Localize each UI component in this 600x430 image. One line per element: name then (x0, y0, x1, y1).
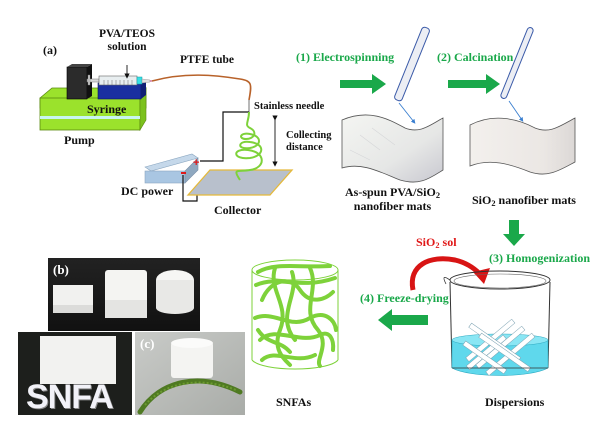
electrospun-fiber-jet (235, 111, 263, 181)
ptfe-tube-label: PTFE tube (180, 54, 234, 66)
stainless-needle-label: Stainless needle (254, 101, 325, 112)
as-spun-mat-label-prefix: As-spun PVA/SiO (344, 185, 436, 199)
as-spun-mat-label-line2: nanofiber mats (353, 199, 432, 214)
fiber-zoom-indicator-2 (500, 27, 534, 122)
sio2-mat-label-suffix: nanofiber mats (495, 193, 576, 207)
negative-terminal (181, 172, 186, 174)
solution-label-line2: solution (107, 40, 147, 53)
step-3-arrow (503, 220, 525, 246)
dc-power-supply: + (144, 153, 199, 184)
solution-label-line1: PVA/TEOS (98, 28, 156, 40)
collecting-distance-label: Collecting distance (286, 130, 332, 153)
snfas-label: SNFAs (276, 395, 312, 409)
sio2-sol-subscript: 2 (435, 241, 440, 251)
beaker (443, 270, 551, 376)
sio2-mat-label-subscript: 2 (491, 199, 496, 209)
sio2-mat-label: SiO2 nanofiber mats (472, 193, 576, 209)
dispersions-label: Dispersions (485, 395, 545, 409)
fiber-zoom-indicator-1 (394, 26, 430, 124)
collecting-distance-line1: Collecting (286, 130, 332, 141)
snfa-letters: SNFA (26, 378, 114, 416)
as-spun-nanofiber-mat (341, 114, 444, 183)
step-3-label: (3) Homogenization (489, 251, 590, 265)
step-2-label: (2) Calcination (437, 50, 514, 64)
collector-label: Collector (214, 203, 262, 217)
dc-power-label: DC power (121, 184, 174, 198)
positive-wire (200, 111, 249, 162)
pump (39, 64, 147, 132)
panel-c-label: (c) (140, 336, 155, 351)
solution-label: PVA/TEOS solution (96, 28, 158, 53)
step-1-label: (1) Electrospinning (296, 50, 395, 64)
photo-panel-b (48, 258, 200, 331)
syringe-label: Syringe (87, 102, 127, 116)
photo-panel-snfa (18, 332, 132, 415)
sio2-sol-prefix: SiO (416, 235, 436, 249)
negative-wire (182, 175, 198, 202)
step-2-arrow (448, 74, 500, 94)
collector-plate (186, 169, 294, 196)
ptfe-tube (151, 74, 252, 101)
sio2-sol-arrow (409, 256, 482, 291)
step-1-arrow (340, 74, 386, 94)
step-4-label: (4) Freeze-drying (360, 291, 449, 305)
sio2-mat-label-prefix: SiO (472, 193, 492, 207)
positive-terminal: + (193, 157, 199, 169)
panel-b-label: (b) (53, 262, 69, 277)
collecting-distance-line2: distance (286, 141, 323, 153)
pump-label: Pump (64, 133, 95, 147)
syringe (86, 74, 153, 86)
photo-panel-c (135, 332, 245, 415)
as-spun-mat-label: As-spun PVA/SiO2 nanofiber mats (330, 185, 455, 214)
panel-a-label: (a) (43, 43, 57, 57)
step-4-arrow (378, 309, 428, 331)
as-spun-mat-label-subscript: 2 (435, 191, 440, 201)
snfa-aerogel-cylinder (251, 259, 339, 370)
sio2-sol-suffix: sol (439, 235, 457, 249)
sio2-nanofiber-mat (469, 117, 576, 175)
sio2-sol-label: SiO2 sol (416, 235, 457, 251)
